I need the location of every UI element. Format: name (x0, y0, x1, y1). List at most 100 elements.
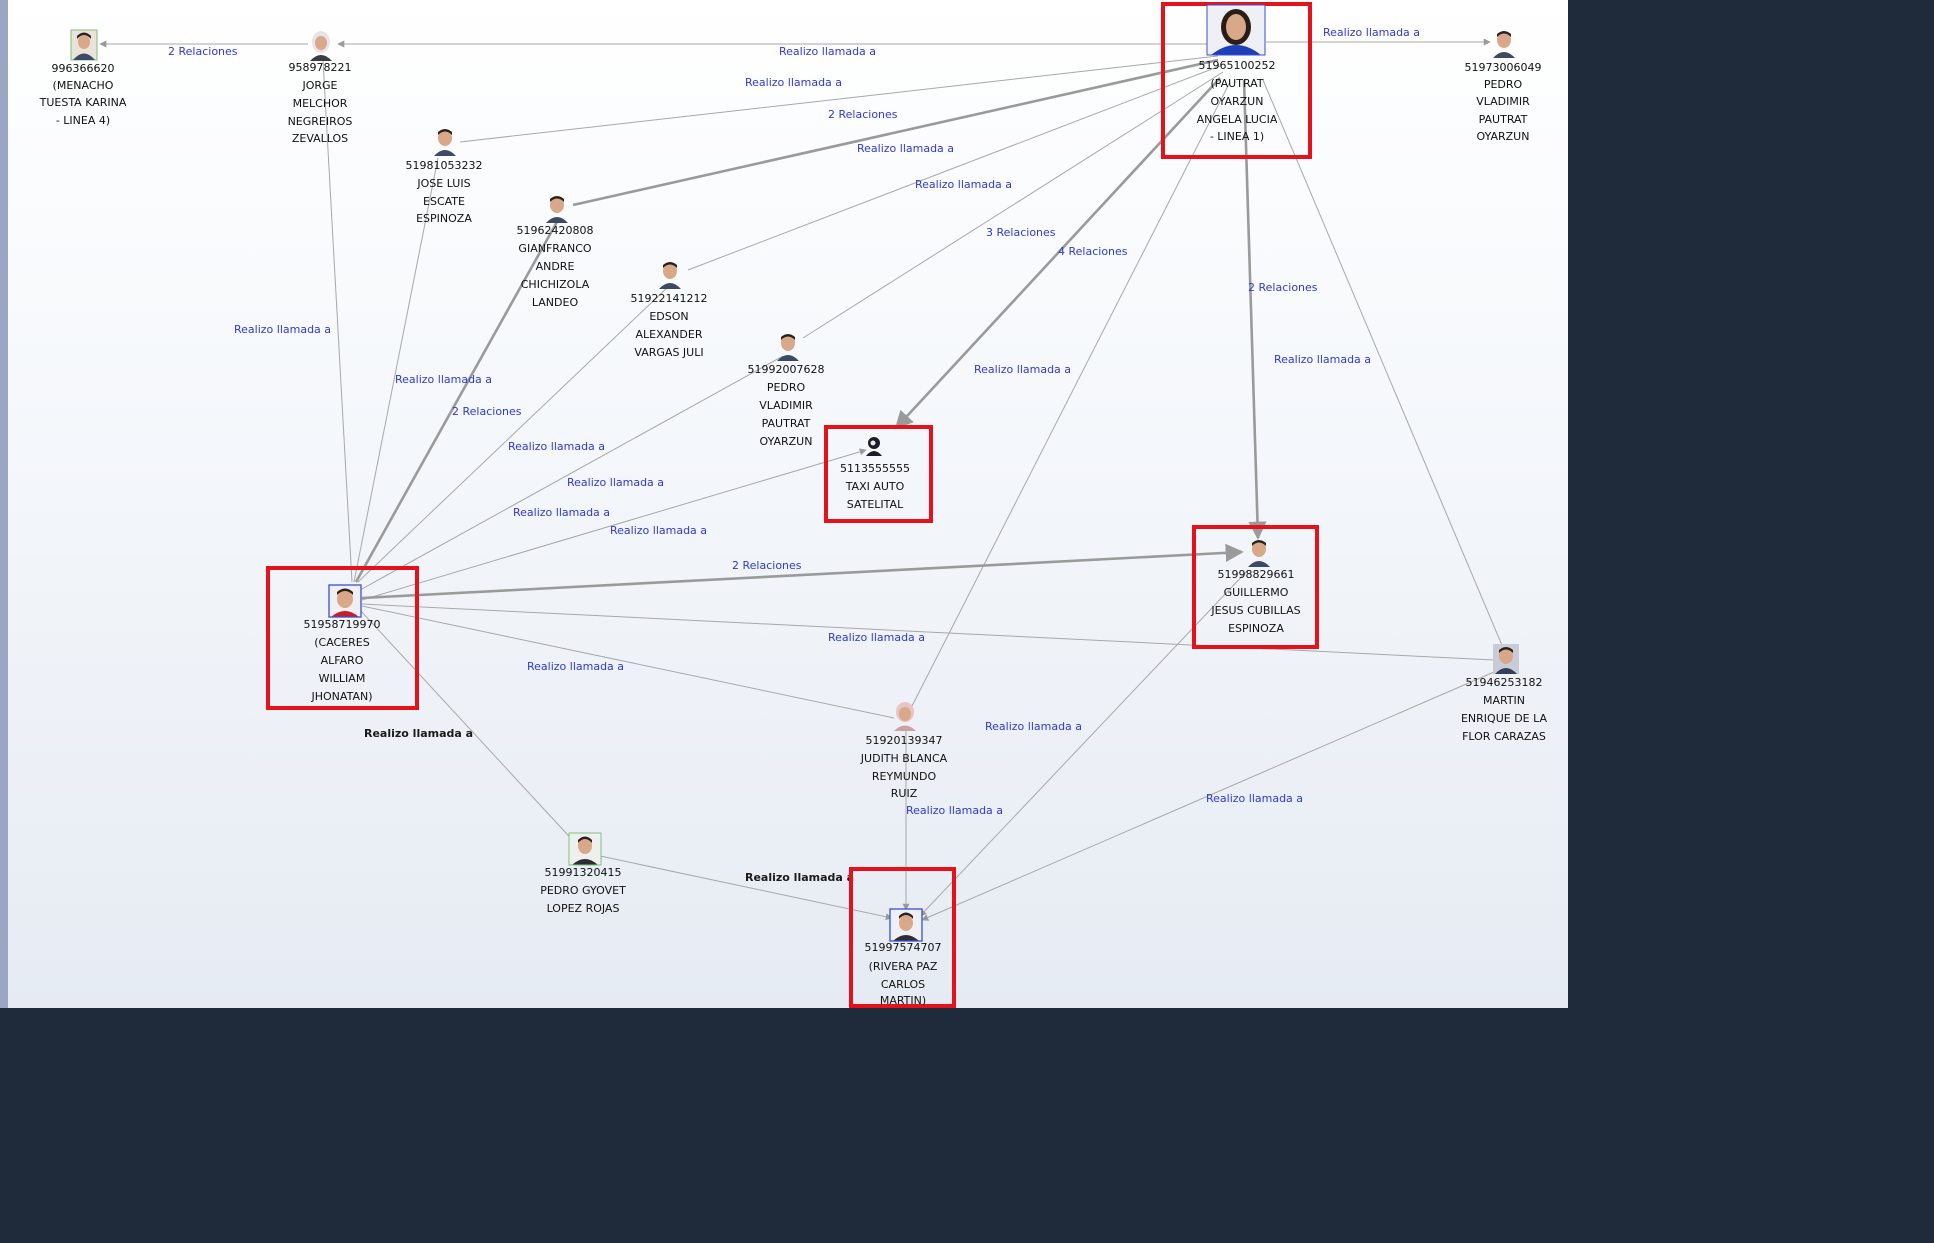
node-label-line: PEDRO (767, 381, 806, 394)
graph-canvas[interactable]: 2 Relaciones Realizo llamada a Realizo l… (0, 0, 1568, 1008)
highlight-box (824, 425, 933, 523)
node-5113555555[interactable]: 5113555555 TAXI AUTO SATELITAL (824, 425, 933, 523)
edge-label: Realizo llamada a (610, 524, 707, 537)
edge-label: 4 Relaciones (1058, 245, 1128, 258)
node-51922141212[interactable]: 51922141212 EDSON ALEXANDER VARGAS JULI (631, 262, 708, 359)
edge-label: Realizo llamada a (508, 440, 605, 453)
node-51981053232[interactable]: 51981053232 JOSE LUIS ESCATE ESPINOZA (406, 129, 483, 225)
node-label-line: 51922141212 (631, 292, 708, 305)
edge-958b-920[interactable] (361, 605, 895, 719)
edge-965-992[interactable] (802, 71, 1224, 339)
edge-958b-946[interactable] (361, 603, 1495, 661)
edge-labels: 2 Relaciones Realizo llamada a Realizo l… (168, 26, 1420, 884)
node-label-line: JHONATAN) (311, 690, 373, 703)
edge-965-962[interactable] (572, 58, 1219, 207)
edge-958b-998[interactable] (361, 543, 1244, 600)
link-analysis-graph[interactable]: 2 Relaciones Realizo llamada a Realizo l… (8, 0, 1568, 1008)
edge-label: Realizo llamada a (1274, 353, 1371, 366)
node-label-line: PAUTRAT (1479, 113, 1528, 126)
node-51998829661[interactable]: 51998829661 GUILLERMO JESUS CUBILLAS ESP… (1192, 525, 1319, 649)
edge-label: Realizo llamada a (567, 476, 664, 489)
edge-958-958b[interactable] (322, 59, 353, 583)
nodes: 996366620 (MENACHO TUESTA KARINA - LINEA… (39, 2, 1548, 1008)
node-label-line: (MENACHO (53, 79, 114, 92)
node-label-line: ESCATE (423, 195, 465, 208)
edge-922-958b[interactable] (357, 284, 671, 583)
edge-label: Realizo llamada a (857, 142, 954, 155)
edge-992-958b[interactable] (359, 355, 784, 591)
node-label-line: VLADIMIR (759, 399, 813, 412)
edge-label: Realizo llamada a (1206, 792, 1303, 805)
node-label-line: PEDRO (1484, 78, 1523, 91)
node-958978221[interactable]: 958978221 JORGE MELCHOR NEGREIROS ZEVALL… (288, 31, 353, 145)
edge-label: Realizo llamada a (1323, 26, 1420, 39)
node-label-line: - LINEA 4) (56, 114, 110, 127)
node-label-line: GIANFRANCO (518, 242, 591, 255)
node-51946253182[interactable]: 51946253182 MARTIN ENRIQUE DE LA FLOR CA… (1461, 644, 1548, 743)
node-51992007628[interactable]: 51992007628 PEDRO VLADIMIR PAUTRAT OYARZ… (748, 334, 825, 448)
edge-965-922[interactable] (687, 65, 1221, 271)
node-label-line: EDSON (649, 310, 688, 323)
edge-946-997[interactable] (921, 671, 1495, 921)
node-label-line: 51997574707 (865, 941, 942, 954)
node-label-line: OYARZUN (1211, 95, 1264, 108)
edge-965-998[interactable] (1242, 79, 1267, 540)
node-label-line: FLOR CARAZAS (1462, 730, 1546, 743)
edge-962-958b[interactable] (354, 219, 560, 583)
node-996366620[interactable]: 996366620 (MENACHO TUESTA KARINA - LINEA… (39, 29, 127, 127)
node-51997574707[interactable]: 51997574707 (RIVERA PAZ CARLOS MARTIN) (849, 867, 956, 1008)
highlight-box (266, 566, 419, 710)
person-photo-icon (546, 196, 568, 223)
edge-998-997[interactable] (919, 569, 1249, 917)
node-label-line: ALEXANDER (636, 328, 703, 341)
node-label-line: 51981053232 (406, 159, 483, 172)
node-label-line: 51958719970 (304, 618, 381, 631)
edge-label: Realizo llamada a (513, 506, 610, 519)
node-label-line: PAUTRAT (762, 417, 811, 430)
node-label-line: WILLIAM (319, 672, 366, 685)
edge-958b-511[interactable] (361, 448, 867, 601)
node-label-line: JOSE LUIS (416, 177, 470, 190)
node-label-line: OYARZUN (760, 435, 813, 448)
node-label-line: 5113555555 (840, 462, 910, 475)
node-label-line: (PAUTRAT (1210, 77, 1263, 90)
node-51973006049[interactable]: 51973006049 PEDRO VLADIMIR PAUTRAT OYARZ… (1465, 31, 1542, 143)
node-label-line: 51992007628 (748, 363, 825, 376)
node-label-line: RUIZ (891, 787, 918, 800)
edge-965-511[interactable] (894, 77, 1221, 430)
edge-965-946[interactable] (1262, 79, 1505, 651)
person-photo-icon (1248, 540, 1270, 567)
person-photo-icon (1493, 31, 1515, 58)
node-label-line: ALFARO (321, 654, 364, 667)
node-51962420808[interactable]: 51962420808 GIANFRANCO ANDRE CHICHIZOLA … (517, 196, 594, 309)
node-label-line: CARLOS (881, 978, 925, 991)
node-label-line: JESUS CUBILLAS (1210, 604, 1300, 617)
node-label-line: 51965100252 (1199, 59, 1276, 72)
edge-958b-991[interactable] (359, 609, 579, 847)
person-photo-icon (434, 129, 456, 156)
person-photo-icon (659, 262, 681, 289)
edges (99, 38, 1505, 921)
edge-965-981[interactable] (459, 55, 1219, 143)
node-label-line: VARGAS JULI (634, 346, 703, 359)
node-label-line: TAXI AUTO (845, 480, 905, 493)
edge-label: Realizo llamada a (364, 727, 473, 740)
edge-label: Realizo llamada a (527, 660, 624, 673)
node-label-line: (RIVERA PAZ (869, 960, 938, 973)
node-label-line: JUDITH BLANCA (860, 752, 948, 765)
node-label-line: MARTIN (1483, 694, 1525, 707)
node-51991320415[interactable]: 51991320415 PEDRO GYOVET LOPEZ ROJAS (540, 832, 626, 915)
edge-label: Realizo llamada a (779, 45, 876, 58)
edge-965-920[interactable] (911, 81, 1231, 707)
node-51965100252[interactable]: 51965100252 (PAUTRAT OYARZUN ANGELA LUCI… (1161, 2, 1312, 159)
node-label-line: JORGE (301, 79, 337, 92)
edge-label: Realizo llamada a (395, 373, 492, 386)
node-51920139347[interactable]: 51920139347 JUDITH BLANCA REYMUNDO RUIZ (860, 702, 948, 800)
node-label-line: - LINEA 1) (1210, 130, 1264, 143)
node-label-line: 958978221 (289, 61, 352, 74)
edge-label: Realizo llamada a (906, 804, 1003, 817)
person-photo-icon (1493, 644, 1519, 674)
edge-991-997[interactable] (599, 855, 893, 921)
node-51958719970[interactable]: 51958719970 (CACERES ALFARO WILLIAM JHON… (266, 566, 419, 710)
edge-981-958b[interactable] (353, 157, 439, 583)
